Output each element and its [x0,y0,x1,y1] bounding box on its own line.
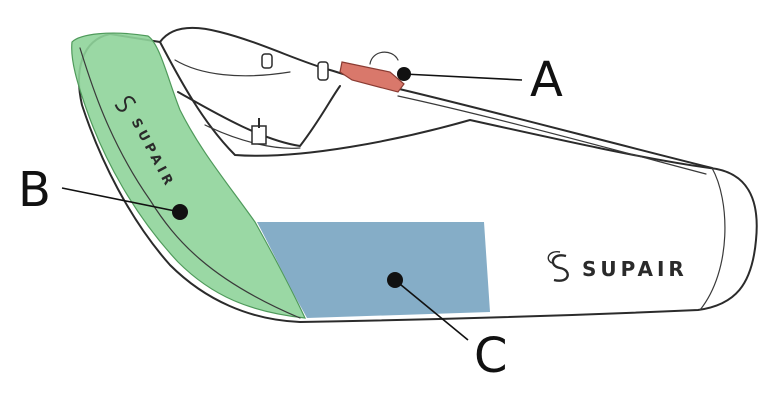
callout-b-leader [61,187,181,213]
supair-logo-icon [114,96,137,112]
callout-a-label: A [530,52,563,108]
callout-c-label: C [474,328,508,384]
region-b-cockpit [71,32,306,319]
harness-tail-cap [699,167,726,311]
cockpit-edge [79,47,301,319]
carabiner-icon [261,53,329,81]
region-a-reserve-handle [339,61,405,93]
handle-loop [369,51,399,65]
callout-c-leader [394,279,469,341]
callout-b-label: B [18,162,51,218]
harness-body-outline [78,33,758,323]
shoulder-strap [174,59,291,77]
callout-a-leader [403,73,523,81]
callout-a-dot [397,67,411,81]
region-c-side-panel [257,222,490,318]
supair-logo-icon [551,254,569,282]
callout-c-dot [387,272,403,288]
leg-strap-lower [177,85,341,147]
side-brand-logo: SUPAIR [547,251,688,282]
harness-top-edge-inner [397,95,707,175]
callout-b-dot [172,204,188,220]
harness-top-edge [394,87,713,169]
buckle-icon [251,118,267,145]
side-brand-text: SUPAIR [582,257,688,281]
